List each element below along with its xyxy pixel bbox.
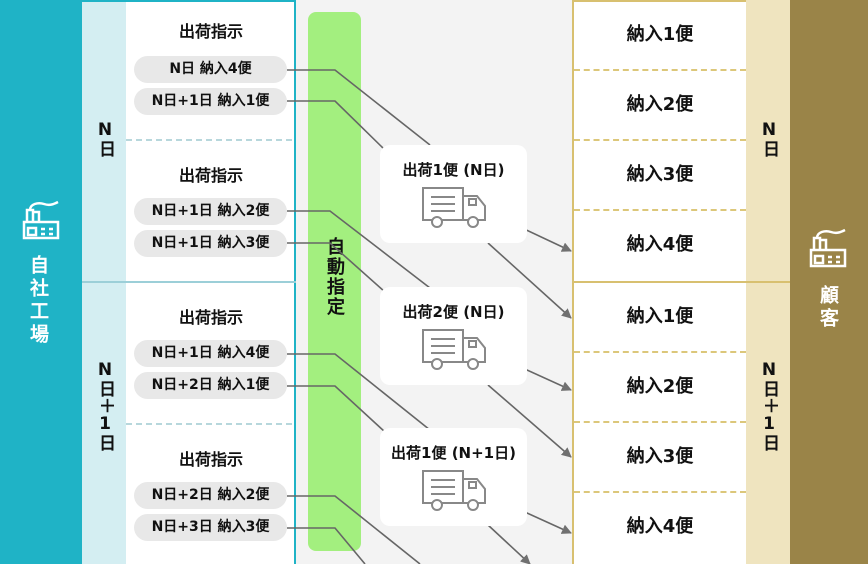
shipment-card: 出荷1便 (N日) xyxy=(380,145,527,243)
truck-icon xyxy=(421,470,486,511)
section-separator xyxy=(126,423,292,425)
row-separator xyxy=(574,351,746,353)
delivery-row: 納入3便 xyxy=(626,164,694,185)
flow-line xyxy=(287,495,421,564)
left-day-n1: N日＋1日 xyxy=(95,360,115,451)
section-title: 出荷指示 xyxy=(178,166,243,185)
row-separator xyxy=(574,491,746,493)
delivery-row: 納入2便 xyxy=(626,94,694,115)
flow-line xyxy=(287,242,386,293)
flow-line xyxy=(287,210,431,289)
section-separator xyxy=(126,139,292,141)
delivery-row: 納入3便 xyxy=(626,446,694,467)
own-factory-label: 自社工場 xyxy=(27,255,49,347)
flow-line xyxy=(287,69,431,146)
shipment-card: 出荷2便 (N日) xyxy=(380,287,527,385)
row-separator xyxy=(574,69,746,71)
delivery-row: 納入1便 xyxy=(626,306,694,327)
instruction-pill: N日+2日 納入1便 xyxy=(134,372,287,399)
instruction-pill: N日+3日 納入3便 xyxy=(134,514,287,541)
left-day-n: N日 xyxy=(95,120,115,157)
shipment-label: 出荷1便 (N+1日) xyxy=(391,444,516,462)
shipment-card: 出荷1便 (N+1日) xyxy=(380,428,527,526)
row-separator xyxy=(574,421,746,423)
arrow xyxy=(487,524,531,564)
shipment-label: 出荷2便 (N日) xyxy=(402,303,505,321)
left-top-border xyxy=(82,0,296,2)
flow-line xyxy=(287,527,366,564)
instruction-pill: N日+1日 納入4便 xyxy=(134,340,287,367)
instruction-pill: N日+1日 納入1便 xyxy=(134,88,287,115)
truck-icon xyxy=(421,187,486,228)
section-title: 出荷指示 xyxy=(178,308,243,327)
delivery-row: 納入2便 xyxy=(626,376,694,397)
delivery-row: 納入4便 xyxy=(626,516,694,537)
arrow xyxy=(487,242,572,319)
section-title: 出荷指示 xyxy=(178,450,243,469)
instruction-pill: N日 納入4便 xyxy=(134,56,287,83)
instruction-pill: N日+1日 納入3便 xyxy=(134,230,287,257)
flow-line xyxy=(287,100,386,151)
customer-band: 顧客 xyxy=(790,0,868,564)
instruction-pill: N日+1日 納入2便 xyxy=(134,198,287,225)
instruction-pill: N日+2日 納入2便 xyxy=(134,482,287,509)
row-separator xyxy=(574,209,746,211)
customer-label: 顧客 xyxy=(817,285,839,331)
truck-icon xyxy=(421,329,486,370)
factory-icon xyxy=(22,200,60,240)
day-separator xyxy=(82,281,296,283)
day-separator xyxy=(572,281,790,283)
factory-icon xyxy=(809,228,847,268)
auto-assign-label: 自動指定 xyxy=(324,237,345,317)
arrow xyxy=(487,384,572,458)
delivery-row: 納入1便 xyxy=(626,24,694,45)
auto-assign-bar: 自動指定 xyxy=(308,12,361,551)
own-factory-band: 自社工場 xyxy=(0,0,82,564)
flow-line xyxy=(287,385,386,433)
section-title: 出荷指示 xyxy=(178,22,243,41)
row-separator xyxy=(574,139,746,141)
right-day-n1: N日＋1日 xyxy=(759,360,779,451)
flow-line xyxy=(287,353,431,431)
shipment-label: 出荷1便 (N日) xyxy=(402,161,505,179)
delivery-row: 納入4便 xyxy=(626,234,694,255)
right-day-n: N日 xyxy=(759,120,779,157)
